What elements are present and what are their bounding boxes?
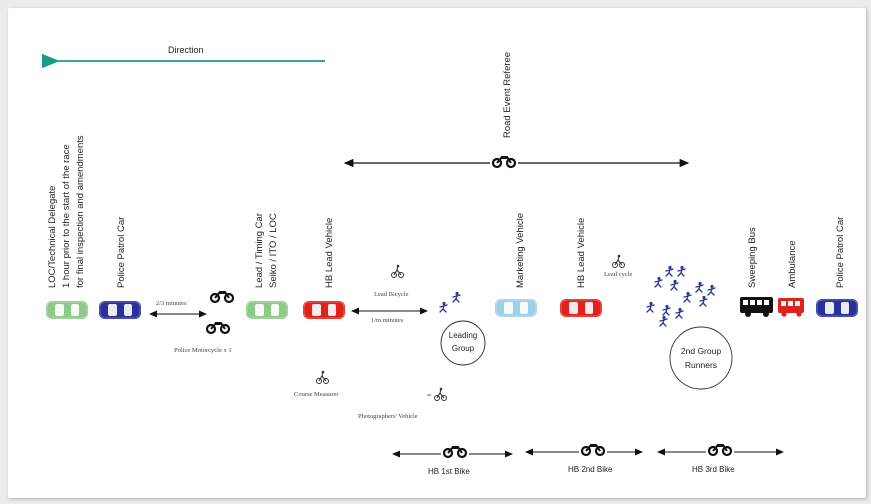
motorcycle-icon	[209, 289, 235, 304]
hb-lead-1-label: HB Lead Vehicle	[324, 218, 335, 288]
course-measurer-label: Course Measurer	[294, 391, 339, 398]
runner-icon	[675, 307, 684, 319]
police-car-1-icon	[98, 300, 142, 320]
runner-icon	[677, 265, 686, 277]
referee-span: Road Event Referee	[343, 52, 690, 172]
one-minute-label: 1/m minutes	[371, 317, 404, 324]
direction-label: Direction	[168, 45, 204, 55]
lead-bicycle-icon	[390, 264, 405, 279]
motorcycle-icon	[205, 320, 231, 335]
leading-group-label-2: Group	[452, 344, 475, 353]
photographer-label: Photographers' Vehicle	[358, 413, 418, 420]
runner-icon	[683, 291, 692, 303]
ambulance-icon	[778, 298, 804, 317]
loc-note-line1: 1 hour prior to the start of the race	[61, 144, 72, 288]
second-group: 2nd Group Runners	[646, 265, 733, 390]
road-event-referee-label: Road Event Referee	[502, 52, 513, 138]
course-measurer-icon	[315, 370, 330, 385]
runner-icon	[670, 279, 679, 291]
hb-bike-1: HB 1st Bike	[392, 444, 513, 476]
hb-bike-3: HB 3rd Bike	[657, 442, 784, 474]
loc-note-line2: for final inspection and amendments	[75, 135, 86, 288]
runner-icon	[707, 284, 716, 296]
lead-timing-car-icon	[245, 300, 289, 320]
sweeping-bus-icon	[740, 297, 773, 317]
lead-timing-label: Lead / Timing Car	[254, 213, 265, 288]
photographer-glyph: =	[427, 391, 432, 400]
runner-icon	[695, 281, 704, 293]
direction-indicator: Direction	[41, 45, 325, 69]
leading-group: Leading Group	[439, 291, 486, 366]
ambulance-label: Ambulance	[787, 240, 798, 288]
hb-bike-3-label: HB 3rd Bike	[692, 465, 735, 474]
runner-icon	[439, 301, 448, 313]
hb-bike-1-label: HB 1st Bike	[428, 467, 470, 476]
two-three-minutes-label: 2/3 minutes	[156, 300, 187, 307]
loc-td-car-icon	[45, 300, 89, 320]
sweeping-bus-label: Sweeping Bus	[747, 227, 758, 288]
runner-icon	[654, 276, 663, 288]
runner-icon	[659, 315, 668, 327]
second-group-circle	[669, 326, 733, 390]
runner-icon	[452, 291, 461, 303]
photographer-vehicle-icon	[433, 387, 448, 402]
marketing-label: Marketing Vehicle	[515, 213, 526, 288]
lead-bicycle-label: Lead Bicycle	[374, 291, 409, 298]
lead-cycle-icon	[611, 254, 626, 269]
hb-lead-1-car-icon	[302, 300, 346, 320]
lead-cycle-label: Lead cycle	[604, 271, 632, 278]
runner-icon	[646, 301, 655, 313]
second-group-label-1: 2nd Group	[681, 346, 721, 356]
lead-timing-sub-label: Seiko / ITO / LOC	[268, 213, 279, 288]
police-car-2-icon	[815, 298, 859, 318]
police-car-2-label: Police Patrol Car	[835, 217, 846, 288]
runner-icon	[665, 265, 674, 277]
police-motorcycle-label: Police Motorcycle x 1	[174, 347, 232, 354]
second-group-label-2: Runners	[685, 360, 717, 370]
hb-lead-2-car-icon	[559, 298, 603, 318]
hb-bike-2-label: HB 2nd Bike	[568, 465, 613, 474]
marketing-vehicle-icon	[494, 298, 538, 318]
runner-icon	[699, 295, 708, 307]
police-car-1-label: Police Patrol Car	[116, 217, 127, 288]
leading-group-label-1: Leading	[449, 331, 477, 340]
diagram-sheet	[8, 8, 866, 498]
loc-td-label: LOC/Technical Delegate	[47, 186, 58, 288]
runner-icon	[662, 304, 671, 316]
leading-group-circle	[440, 320, 486, 366]
hb-lead-2-label: HB Lead Vehicle	[576, 218, 587, 288]
hb-bike-2: HB 2nd Bike	[525, 442, 643, 474]
